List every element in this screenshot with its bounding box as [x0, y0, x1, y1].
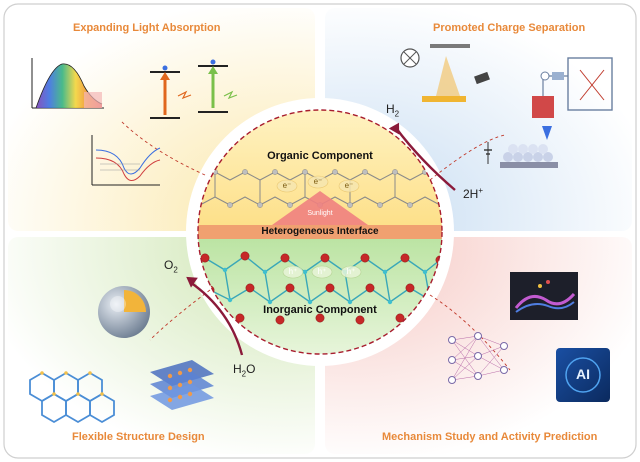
- hole-label: h⁺: [288, 267, 298, 276]
- simulation-surface-icon: [510, 272, 578, 320]
- photocatalysis-setup-icon: [400, 44, 490, 102]
- ai-badge-label: AI: [576, 366, 590, 382]
- o2-arrow: [189, 281, 244, 356]
- h2-arrowhead: [388, 122, 400, 135]
- title-flexible-structure-design: Flexible Structure Design: [72, 431, 205, 443]
- absorption-curve-plot: [91, 135, 161, 186]
- inorganic-component-label: Inorganic Component: [263, 304, 377, 316]
- circle-dashed-border: [197, 109, 443, 355]
- organic-component-label: Organic Component: [267, 150, 373, 162]
- inorganic-small-atoms: [222, 267, 428, 305]
- h2-label: H2: [386, 102, 400, 119]
- circuit-diagram-icon: [532, 57, 613, 118]
- heterogeneous-interface-label: Heterogeneous Interface: [261, 226, 379, 237]
- inorganic-atoms: [200, 251, 442, 325]
- ai-badge-icon: [556, 348, 610, 402]
- reaction-arrows: [189, 127, 456, 356]
- electron-label: e⁻: [313, 177, 323, 186]
- title-promoted-charge-separation: Promoted Charge Separation: [433, 22, 586, 34]
- o2-label: O2: [164, 258, 178, 275]
- hole-ovals: [282, 265, 362, 279]
- h2o-label: H2O: [233, 362, 256, 379]
- title-mechanism-study: Mechanism Study and Activity Prediction: [382, 431, 598, 443]
- o2-arrowhead: [186, 276, 198, 288]
- electron-label: e⁻: [282, 181, 292, 190]
- hole-label: h⁺: [346, 267, 356, 276]
- h2-arrow: [395, 127, 456, 191]
- layered-sheets-icon: [150, 360, 214, 410]
- energy-band-diagram: [150, 59, 238, 119]
- electrode-spheres-icon: [484, 126, 558, 168]
- neural-network-icon: [448, 332, 508, 384]
- core-shell-sphere-icon: [98, 286, 150, 338]
- h-plus-label: 2H+: [463, 186, 484, 201]
- hexagonal-framework-nodes: [40, 371, 104, 396]
- sunlight-triangle: [272, 191, 368, 225]
- electron-label: e⁻: [344, 181, 354, 190]
- sunlight-label: Sunlight: [307, 210, 333, 217]
- electron-ovals: [276, 175, 360, 193]
- interface-band: [198, 225, 442, 239]
- absorption-spectrum-plot: [31, 58, 104, 109]
- title-expanding-light-absorption: Expanding Light Absorption: [73, 22, 221, 34]
- hole-label: h⁺: [317, 267, 327, 276]
- dashed-connectors: [119, 119, 511, 371]
